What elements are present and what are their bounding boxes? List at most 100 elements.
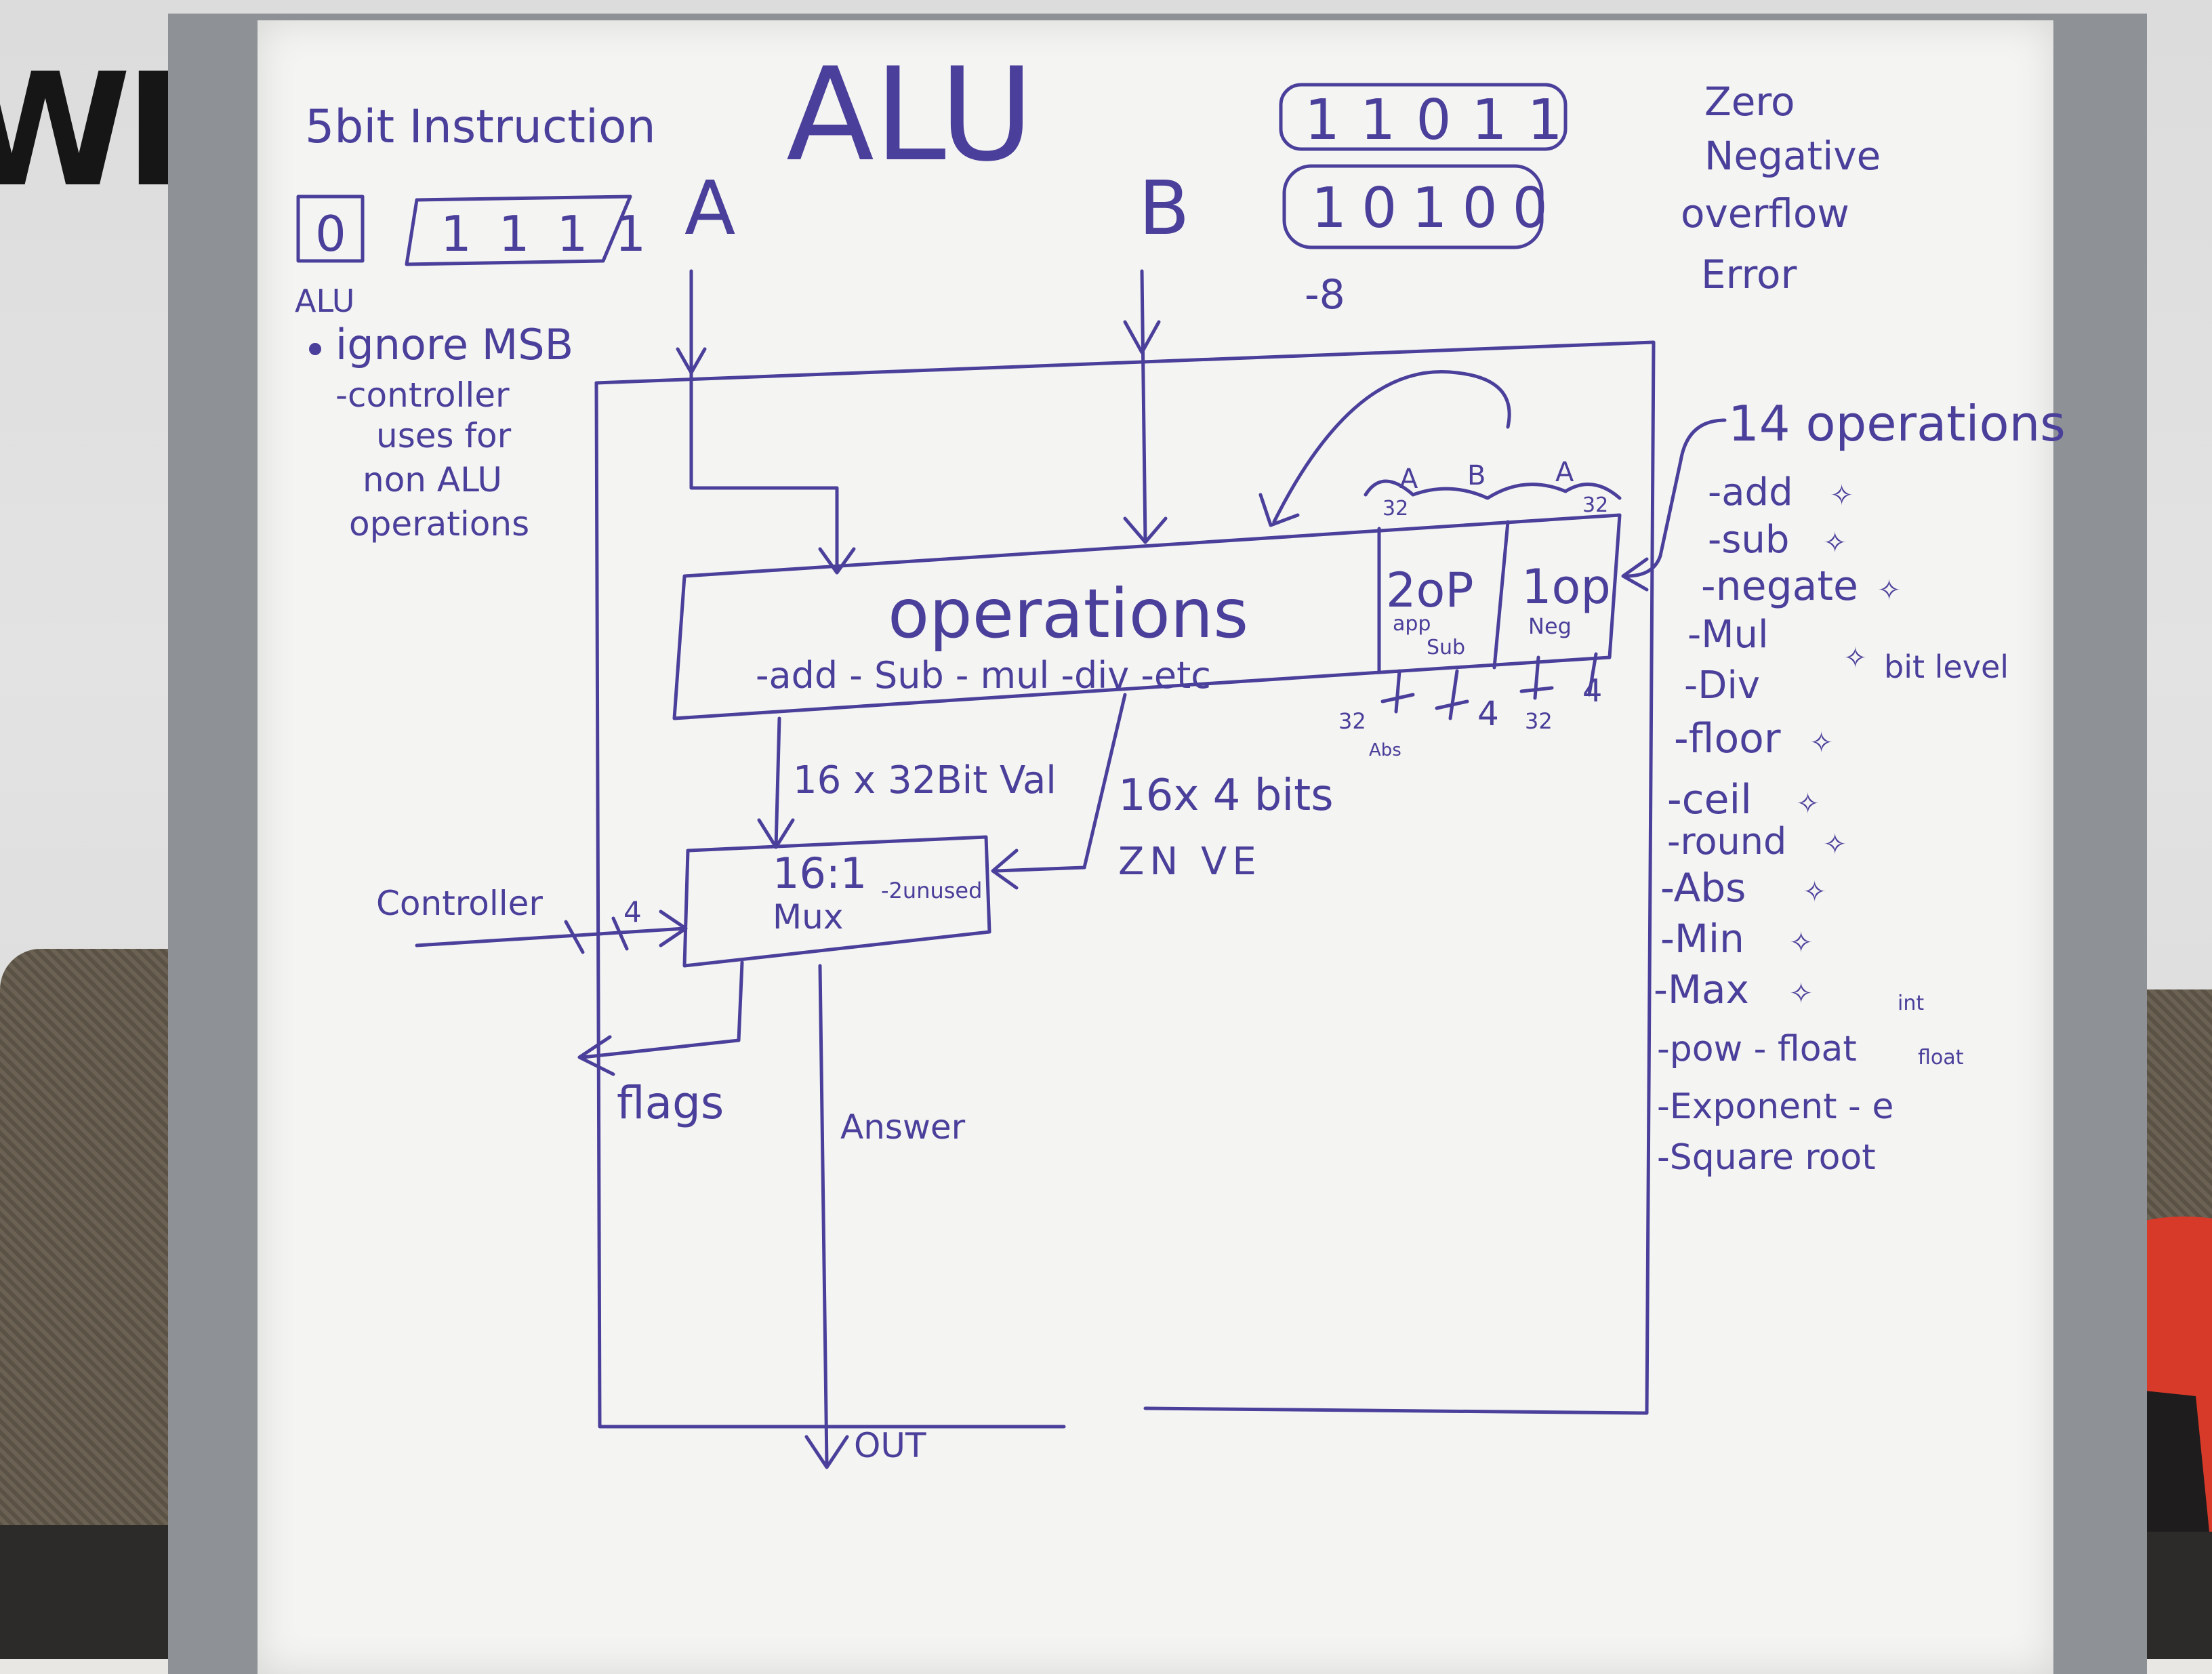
input-b-label: B: [1139, 165, 1189, 251]
ops-float-note: float: [1918, 1046, 1964, 1069]
flags-out-label: flags: [617, 1077, 724, 1129]
op-ceil: -ceil: [1667, 776, 1752, 823]
flags-bus-label: 16x 4 bits: [1118, 771, 1334, 821]
instruction-bit-box: [296, 195, 365, 263]
ops-bot-4: 4: [1477, 694, 1499, 733]
binary-value: -8: [1305, 271, 1345, 319]
title-alu: ALU: [786, 40, 1033, 190]
mux-line2: Mux: [773, 897, 843, 937]
ops-bottom-ticks: [1380, 652, 1598, 720]
answer-wire: [818, 964, 829, 1466]
op-negate: -negate: [1701, 563, 1858, 610]
ops-list-arrowhead: [1621, 557, 1649, 592]
out-label: OUT: [854, 1426, 926, 1465]
svg-text:✧: ✧: [1803, 875, 1826, 908]
ops-header: 14 operations: [1728, 395, 2066, 452]
operations-title: operations: [888, 574, 1248, 653]
note-line-4: operations: [349, 504, 529, 544]
flag-letters: ZN VE: [1118, 840, 1262, 884]
flags-out-wire: [581, 960, 744, 1059]
bullet-dot: [309, 343, 321, 355]
binary-bottom-box: [1282, 164, 1544, 249]
flag-error: Error: [1701, 251, 1797, 298]
ops-top-32b: 32: [1582, 493, 1608, 517]
alu-boundary-top-right: [594, 340, 1656, 1415]
input-a-label: A: [684, 165, 735, 251]
wall-sign: WI: [0, 41, 182, 222]
note-ignore-msb: ignore MSB: [335, 320, 573, 369]
svg-text:✧: ✧: [1830, 478, 1853, 512]
answer-label: Answer: [840, 1107, 966, 1147]
one-op-sub: Neg: [1528, 613, 1572, 639]
instruction-box-label: ALU: [295, 283, 354, 319]
bit-level-markers: ✧ ✧ ✧ ✧ ✧ ✧ ✧ ✧ ✧ ✧: [1789, 478, 1901, 1010]
bit-level-note: bit level: [1884, 649, 2009, 685]
input-a-arrowhead: [676, 347, 707, 375]
flags-out-arrowhead: [577, 1035, 615, 1076]
alu-boundary-left-bottom: [594, 381, 1066, 1429]
instruction-bits-box: [405, 195, 632, 266]
controller-arrowhead: [659, 910, 688, 947]
mux-unused: -2unused: [881, 878, 982, 903]
flags-bus-arrowhead: [991, 849, 1019, 890]
svg-text:✧: ✧: [1823, 526, 1847, 559]
ops-int-note: int: [1898, 992, 1924, 1015]
svg-text:✧: ✧: [1809, 726, 1833, 759]
ops-top-bracket: [1364, 479, 1622, 500]
op-min: -Min: [1660, 916, 1744, 962]
note-line-1: -controller: [335, 375, 510, 415]
op-floor: -floor: [1674, 715, 1781, 762]
feedback-curve: [1272, 370, 1511, 524]
op-abs: -Abs: [1660, 865, 1746, 911]
flag-zero: Zero: [1704, 79, 1795, 125]
whiteboard-surface: [258, 20, 2053, 1674]
binary-bottom: 10100: [1311, 176, 1563, 241]
input-b-arrowhead-2: [1123, 516, 1168, 544]
one-op-label: 1op: [1521, 559, 1611, 615]
ops-bot-abs: Abs: [1369, 740, 1401, 760]
controller-ticks: [564, 916, 629, 954]
op-add: -add: [1708, 470, 1793, 514]
op-exponent: -Exponent - e: [1657, 1086, 1893, 1127]
input-a-arrowhead-2: [818, 547, 856, 575]
instruction-label: 5bit Instruction: [305, 100, 656, 154]
controller-label: Controller: [376, 884, 543, 923]
op-sub: -sub: [1708, 518, 1789, 562]
ops-top-b: B: [1467, 460, 1486, 491]
two-op-label: 2oP: [1386, 563, 1474, 618]
svg-text:✧: ✧: [1823, 828, 1847, 861]
operations-subtitle: -add - Sub - mul -div -etc: [756, 654, 1211, 697]
svg-text:✧: ✧: [1789, 926, 1813, 959]
feedback-arrowhead: [1258, 493, 1300, 527]
flags-bus-wire: [994, 693, 1127, 873]
op-round: -round: [1667, 820, 1786, 863]
svg-text:✧: ✧: [1796, 787, 1820, 820]
op-square-root: -Square root: [1657, 1137, 1876, 1178]
binary-top: 11011: [1305, 88, 1583, 152]
controller-width: 4: [623, 895, 642, 928]
op-pow: -pow - float: [1657, 1029, 1857, 1069]
instruction-rest-bits: 1111: [441, 205, 673, 262]
op-div: -Div: [1684, 664, 1760, 708]
note-line-3: non ALU: [363, 460, 502, 499]
flag-overflow: overflow: [1681, 190, 1849, 237]
ops-top-a2: A: [1555, 457, 1574, 488]
binary-top-box: [1279, 83, 1568, 151]
two-op-sub2: Sub: [1427, 636, 1465, 659]
mux-line1: 16:1: [773, 849, 867, 898]
values-bus-label: 16 x 32Bit Val: [793, 758, 1057, 802]
two-op-sub1: app: [1393, 612, 1431, 636]
op-max: -Max: [1654, 966, 1749, 1013]
svg-text:✧: ✧: [1843, 641, 1867, 674]
op-mul: -Mul: [1687, 613, 1769, 657]
ops-top-32a: 32: [1382, 497, 1408, 520]
operations-block: [672, 513, 1622, 720]
answer-arrowhead: [804, 1435, 849, 1469]
ops-divider-2: [1492, 520, 1510, 670]
input-b-arrowhead: [1123, 320, 1161, 354]
ops-list-brace: [1624, 418, 1727, 578]
input-a-wire: [689, 269, 839, 571]
values-bus-wire: [774, 716, 781, 849]
ops-bot-32: 32: [1338, 708, 1366, 734]
